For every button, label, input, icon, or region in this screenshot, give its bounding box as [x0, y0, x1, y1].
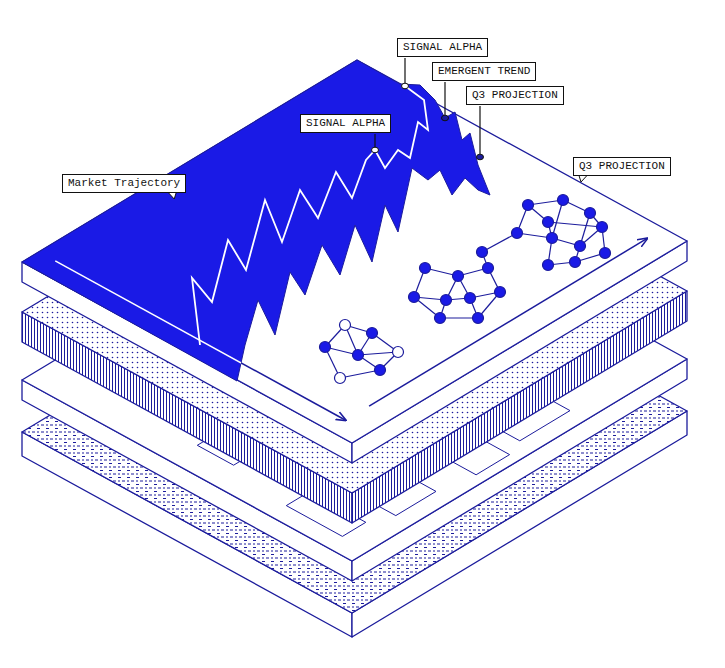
network-node — [335, 373, 346, 384]
market-area — [22, 60, 490, 381]
network-link — [548, 222, 602, 227]
leader-line — [444, 82, 445, 115]
network-node — [393, 347, 404, 358]
network-node — [558, 195, 569, 206]
network-node — [353, 350, 364, 361]
callout-label: Market Trajectory — [62, 174, 186, 193]
network-node — [477, 247, 488, 258]
network-node — [597, 222, 608, 233]
network-node — [600, 248, 611, 259]
leader-dot — [477, 154, 484, 160]
network-node — [483, 263, 494, 274]
network-node — [375, 365, 386, 376]
trajectory-line — [192, 86, 428, 345]
leader-line — [479, 106, 480, 154]
callout-label: SIGNAL ALPHA — [300, 114, 391, 133]
stack-layer — [22, 60, 687, 463]
callout-label: Q3 PROJECTION — [466, 86, 564, 105]
callout-label: Q3 PROJECTION — [573, 157, 671, 176]
leader-line — [404, 58, 405, 83]
network-node — [512, 228, 523, 239]
network-node — [420, 263, 431, 274]
network-node — [547, 233, 558, 244]
callout-label: EMERGENT TREND — [432, 62, 536, 81]
network-node — [575, 241, 586, 252]
network-node — [367, 328, 378, 339]
network-node — [570, 257, 581, 268]
network-node — [473, 313, 484, 324]
network-node — [585, 208, 596, 219]
leader-dot — [402, 83, 409, 89]
network-node — [465, 293, 476, 304]
leader-dot — [372, 147, 379, 153]
network-link — [340, 370, 380, 378]
leader-dot — [442, 115, 449, 121]
network-node — [409, 292, 420, 303]
callout-tail — [579, 176, 587, 183]
network-node — [495, 287, 506, 298]
network-node — [453, 271, 464, 282]
network-node — [543, 260, 554, 271]
leader-line — [374, 134, 375, 147]
network-node — [435, 313, 446, 324]
callout-tail — [168, 193, 176, 200]
callout-label: SIGNAL ALPHA — [397, 38, 488, 57]
network-node — [543, 217, 554, 228]
network-node — [320, 342, 331, 353]
network-node — [523, 200, 534, 211]
network-node — [340, 320, 351, 331]
network-node — [441, 295, 452, 306]
